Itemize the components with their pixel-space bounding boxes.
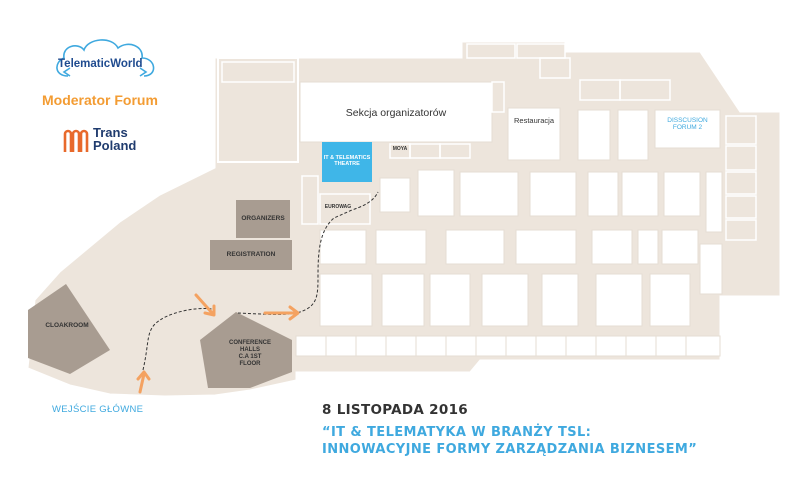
transpoland-logo: Trans Poland <box>62 126 172 156</box>
booth-moya-3 <box>439 143 471 159</box>
conference-line2: HALLS <box>240 346 260 353</box>
transpoland-text-1: Trans <box>93 125 128 140</box>
moderator-forum-label: Moderator Forum <box>42 92 158 108</box>
right-wall-rooms <box>725 115 757 241</box>
it-telematics-theatre[interactable] <box>322 142 372 182</box>
walking-route <box>142 307 216 371</box>
cloakroom-label: CLOAKROOM <box>45 322 89 329</box>
restaurant-label: Restauracja <box>513 116 555 125</box>
event-title-line1: “IT & TELEMATYKA W BRANŻY TSL: <box>322 425 592 440</box>
booth-eurowag <box>319 193 371 225</box>
top-room-f <box>491 81 505 113</box>
discussion-forum-room <box>654 109 721 149</box>
transpoland-text-2: Poland <box>93 138 137 153</box>
moya-label: MOYA <box>392 146 408 152</box>
restaurant-room <box>507 107 561 161</box>
organizers-section-label: Sekcja organizatorów <box>345 107 447 119</box>
booth-left-col <box>301 175 319 225</box>
booth-grid <box>319 169 723 327</box>
top-room-e <box>619 79 671 101</box>
top-room-a <box>466 43 516 59</box>
conference-halls-label: CONFERENCE HALLS C.A 1ST FLOOR <box>222 340 278 368</box>
route-arrows <box>136 293 300 394</box>
registration-block <box>210 240 292 270</box>
walking-route-2 <box>237 191 379 315</box>
event-title-line2: INNOWACYJNE FORMY ZARZĄDZANIA BIZNESEM” <box>322 442 698 457</box>
telematicworld-logo: TelematicWorld <box>40 28 175 88</box>
conference-halls-block <box>200 312 292 388</box>
organizers-block <box>236 200 290 238</box>
top-room-c <box>539 57 571 79</box>
registration-label: REGISTRATION <box>226 251 276 258</box>
conference-line4: FLOOR <box>239 360 261 367</box>
theatre-line2: THEATRE <box>334 161 360 168</box>
organizers-label: ORGANIZERS <box>241 215 285 222</box>
theatre-line1: IT & TELEMATICS <box>323 155 371 161</box>
discussion-forum-line2: FORUM 2 <box>672 124 703 132</box>
transpoland-mark-icon <box>63 129 89 152</box>
conference-line1: CONFERENCE <box>228 340 271 346</box>
room-top-left <box>217 57 299 163</box>
organizers-section-room <box>299 81 493 143</box>
room-r2 <box>577 109 611 161</box>
telematicworld-text: TelematicWorld <box>58 58 143 70</box>
conference-line3: C.A 1ST <box>238 353 262 360</box>
bottom-booth-strip <box>295 335 721 357</box>
cloud-icon <box>56 39 155 77</box>
event-date: 8 LISTOPADA 2016 <box>322 402 468 418</box>
discussion-forum-line1: DISSCUSION <box>667 117 708 124</box>
eurowag-label: EUROWAG <box>324 204 352 210</box>
discussion-forum-label: DISSCUSION FORUM 2 <box>655 117 720 132</box>
main-entrance-label: WEJŚCIE GŁÓWNE <box>52 404 144 415</box>
room-top-left-inner <box>221 61 295 83</box>
cloakroom-block <box>28 284 110 374</box>
theatre-label[interactable]: IT & TELEMATICS THEATRE <box>322 155 372 168</box>
room-r3 <box>617 109 649 161</box>
